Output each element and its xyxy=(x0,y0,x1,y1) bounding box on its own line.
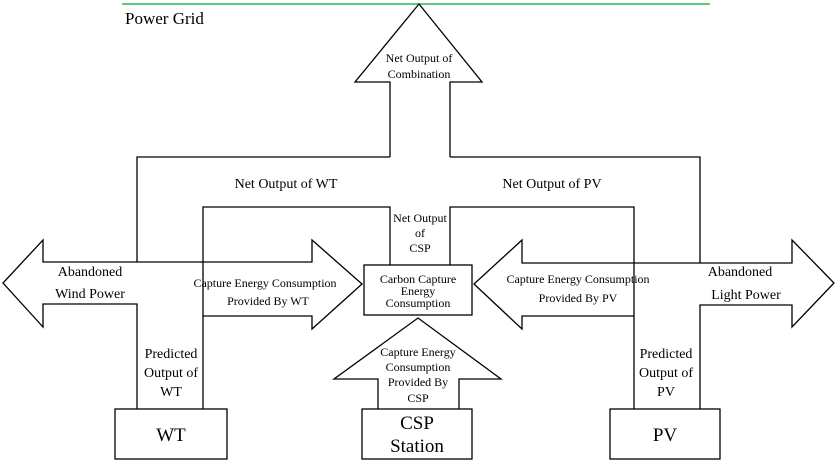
abandoned-light-arrow xyxy=(699,238,835,409)
capture-csp-label-1: Capture Energy xyxy=(380,345,455,359)
abandoned-light-label-1: Abandoned xyxy=(708,265,773,280)
predicted-pv-label-2: Output of xyxy=(639,366,693,381)
wt-source-box xyxy=(114,408,228,460)
csp-station-label-2: Station xyxy=(390,436,444,457)
csp-net-output-loop-right xyxy=(449,206,635,265)
capture-pv-label-1: Capture Energy Consumption xyxy=(506,272,649,286)
net-output-pv-label: Net Output of PV xyxy=(502,177,601,192)
combination-label-1: Net Output of xyxy=(386,51,453,65)
capture-wt-label-2: Provided By WT xyxy=(227,294,309,308)
net-output-wt-label: Net Output of WT xyxy=(235,177,338,192)
capture-wt-label-1: Capture Energy Consumption xyxy=(193,276,336,290)
carbon-capture-label-1: Carbon Capture xyxy=(380,272,456,286)
capture-csp-label-2: Consumption xyxy=(386,360,451,374)
capture-csp-arrow xyxy=(331,317,503,409)
combination-label-2: Combination xyxy=(388,67,451,81)
csp-station-box xyxy=(361,408,473,460)
predicted-wt-label-1: Predicted xyxy=(145,347,198,362)
capture-csp-label-4: CSP xyxy=(407,391,429,405)
abandoned-wind-arrow xyxy=(2,238,138,409)
carbon-capture-box xyxy=(363,264,473,316)
csp-station-label-1: CSP xyxy=(400,413,434,434)
pv-source-label: PV xyxy=(653,425,678,446)
abandoned-wind-label-1: Abandoned xyxy=(58,265,123,280)
predicted-wt-label-2: Output of xyxy=(144,366,198,381)
combination-arrow xyxy=(353,2,484,157)
capture-pv-arrow xyxy=(473,238,634,331)
abandoned-wind-label-2: Wind Power xyxy=(55,287,125,302)
carbon-capture-label-2: Energy xyxy=(401,284,435,298)
power-grid-label: Power Grid xyxy=(125,9,204,28)
net-output-csp-label-3: CSP xyxy=(409,241,431,255)
predicted-pv-label-3: PV xyxy=(657,385,675,400)
abandoned-light-label-2: Light Power xyxy=(711,288,781,303)
pv-source-box xyxy=(609,408,721,460)
carbon-capture-label-3: Consumption xyxy=(386,296,451,310)
net-output-csp-label-2: of xyxy=(415,226,425,240)
capture-csp-label-3: Provided By xyxy=(388,375,448,389)
net-output-csp-label-1: Net Output xyxy=(393,211,447,225)
predicted-pv-label-1: Predicted xyxy=(640,347,693,362)
predicted-wt-label-3: WT xyxy=(160,385,182,400)
csp-net-output-loop xyxy=(202,206,391,265)
wt-source-label: WT xyxy=(156,425,186,446)
capture-pv-label-2: Provided By PV xyxy=(539,291,618,305)
capture-wt-arrow xyxy=(203,238,363,331)
